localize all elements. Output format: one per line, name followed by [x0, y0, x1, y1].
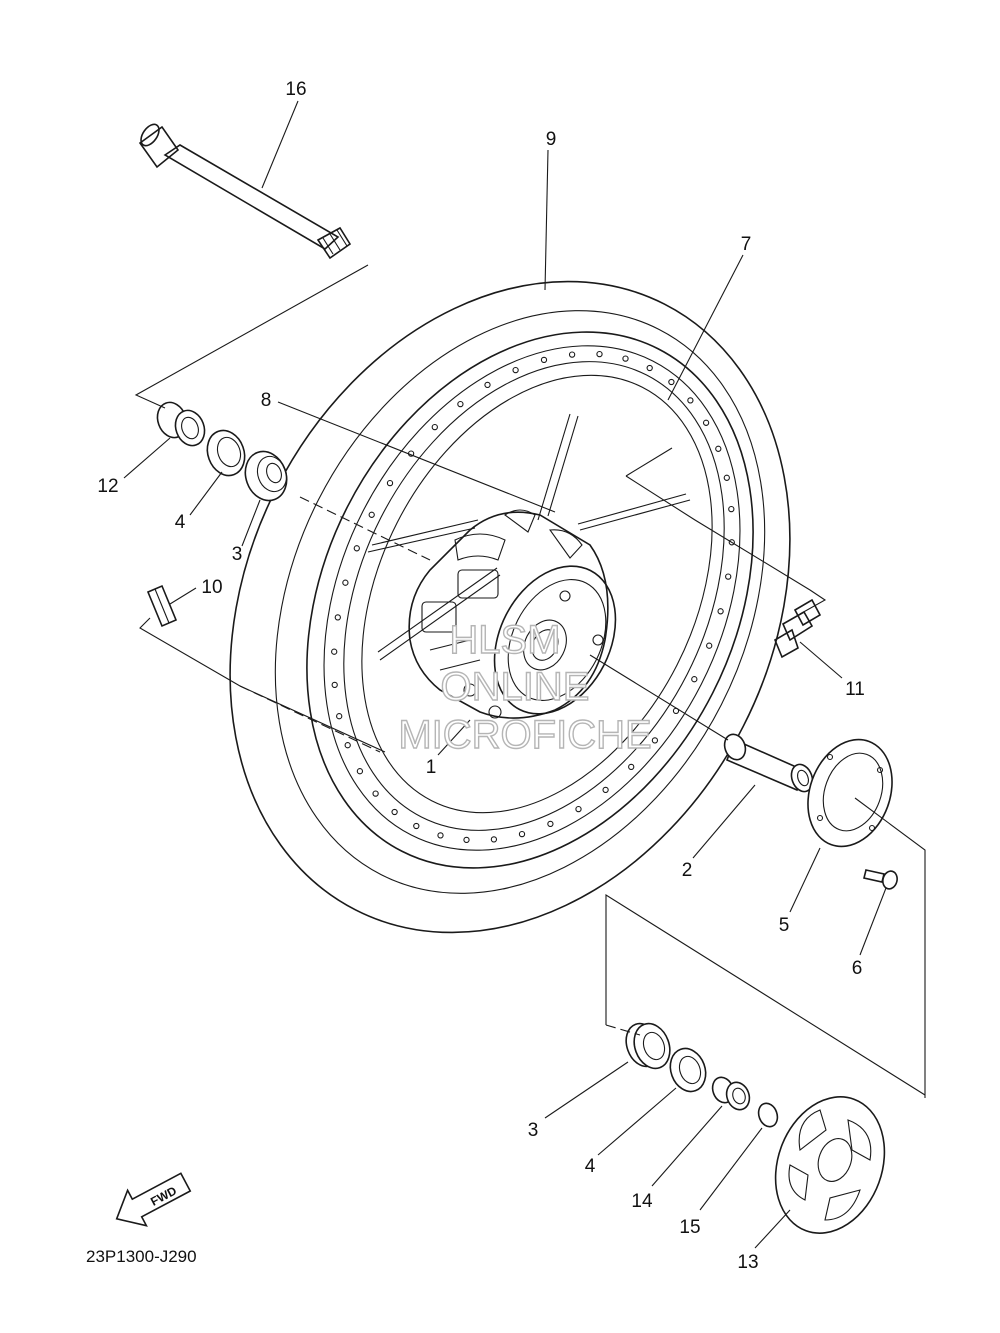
part-label-13: 13 — [737, 1252, 758, 1273]
rim-hole — [484, 381, 491, 389]
diagram-code: 23P1300-J290 — [86, 1247, 197, 1266]
part-label-3-upper: 3 — [232, 544, 243, 565]
rim-hole — [646, 364, 653, 372]
collar-2 — [723, 733, 814, 793]
rim-hole — [372, 790, 379, 797]
part-label-8: 8 — [261, 390, 272, 411]
rim-hole — [344, 742, 351, 749]
rim-hole — [356, 768, 364, 775]
rim-hole — [717, 608, 724, 615]
rim-hole — [512, 366, 519, 374]
part-label-14: 14 — [631, 1191, 653, 1212]
rim-hole — [463, 836, 470, 844]
leader-lines — [123, 100, 887, 1249]
part-labels: 16 9 7 8 12 4 3 10 11 1 2 5 6 3 4 14 15 … — [97, 79, 864, 1273]
rim-hole — [437, 832, 444, 839]
rim-hole — [391, 808, 398, 816]
rim-hole — [547, 820, 554, 828]
part-label-12: 12 — [97, 476, 118, 497]
part-label-7: 7 — [741, 234, 752, 255]
collar-14 — [711, 1076, 751, 1111]
oil-seal-4-left — [206, 429, 246, 477]
rim-hole — [386, 479, 394, 487]
part-label-4-lower: 4 — [585, 1156, 596, 1177]
plate-5 — [807, 738, 893, 848]
part-label-3-lower: 3 — [528, 1120, 539, 1141]
rim-hole — [702, 419, 710, 426]
rim-hole — [518, 830, 526, 838]
rim-spoke-holes — [331, 350, 735, 844]
rim-hole — [334, 614, 341, 621]
rim-hole — [413, 822, 420, 830]
balance-weight-10 — [146, 584, 178, 628]
rim-hole — [723, 474, 730, 481]
rim-hole — [596, 350, 603, 358]
watermark-line-3: MICROFICHE — [398, 713, 651, 757]
part-label-2: 2 — [682, 860, 693, 881]
part-label-9: 9 — [546, 129, 557, 150]
rim-hole — [568, 351, 576, 358]
part-label-6: 6 — [852, 958, 863, 979]
rim-hole — [457, 400, 464, 408]
rim-hole — [342, 579, 349, 586]
rim-hole — [715, 445, 722, 452]
rim-hole — [431, 423, 438, 431]
rim-hole — [331, 681, 338, 689]
oil-seal-4-lower — [669, 1047, 707, 1093]
rim-hole — [651, 737, 659, 744]
collar-12 — [156, 401, 206, 447]
rim-hole — [628, 763, 635, 771]
rim-hole — [728, 539, 735, 546]
circlip-15 — [757, 1102, 779, 1128]
wheel-hub — [408, 509, 617, 719]
bolt-6 — [863, 869, 898, 890]
reference-lines — [134, 264, 926, 1098]
rim-hole — [602, 786, 609, 794]
rim-hole — [331, 648, 338, 655]
hub-cover-13 — [774, 1096, 886, 1234]
rim-hole — [368, 511, 375, 518]
rim-hole — [725, 573, 732, 580]
rim-hole — [336, 713, 343, 720]
rim-hole — [706, 642, 713, 649]
rim-hole — [622, 355, 629, 362]
axle — [138, 123, 352, 260]
part-label-1: 1 — [426, 757, 437, 778]
watermark: HLSM ONLINE MICROFICHE — [398, 617, 653, 757]
fwd-arrow-icon: FWD — [115, 1172, 192, 1227]
watermark-line-1: HLSM — [449, 618, 560, 662]
spokes — [367, 413, 691, 661]
bearing-3-left — [244, 450, 288, 502]
rim — [306, 331, 754, 869]
rim-hole — [540, 356, 548, 364]
valve-11 — [773, 598, 822, 659]
part-label-15: 15 — [679, 1217, 700, 1238]
rim-hole — [668, 378, 675, 386]
watermark-line-2: ONLINE — [441, 665, 590, 709]
part-label-16: 16 — [285, 79, 306, 100]
rim-hole — [687, 397, 694, 404]
part-label-4-upper: 4 — [175, 512, 186, 533]
part-label-11: 11 — [845, 679, 865, 700]
part-label-5: 5 — [779, 915, 790, 936]
part-label-10: 10 — [201, 577, 222, 598]
bearing-3-lower — [625, 1022, 671, 1070]
rim-hole — [691, 676, 698, 683]
rim-hole — [490, 836, 498, 843]
rim-hole — [728, 505, 735, 513]
rim-hole — [575, 805, 582, 813]
rim-hole — [353, 545, 360, 552]
